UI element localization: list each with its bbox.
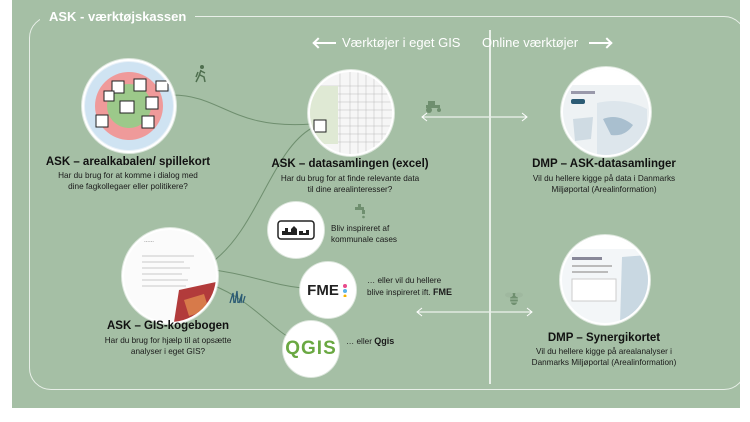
hiker-icon: [195, 65, 206, 83]
connector-lines: [171, 94, 533, 341]
cases-image: [268, 202, 324, 258]
svg-text:……: ……: [144, 238, 154, 244]
fme-logo-text: FME: [307, 281, 339, 299]
datasamlingen-title: ASK – datasamlingen (excel): [271, 158, 429, 170]
toolbox-frame: [29, 16, 740, 390]
kogebogen-image: ……: [122, 228, 218, 324]
cases-text: Bliv inspireret af kommunale cases: [331, 224, 397, 244]
datasamlingen-desc: Har du brug for at finde relevante data …: [280, 174, 420, 194]
section-divider: [489, 30, 491, 384]
tractor-icon: [426, 101, 441, 113]
kogebogen-desc: Har du brug for hjælp til at opsætte ana…: [104, 336, 232, 356]
arealkabalen-image: [82, 59, 176, 153]
toolbox-title: ASK - værktøjskassen: [40, 8, 196, 26]
qgis-text: … eller Qgis: [346, 336, 395, 346]
fme-logo-dots: [342, 284, 347, 297]
arealkabalen-desc: Har du brug for at komme i dialog med di…: [58, 171, 198, 191]
fme-logo: FME: [300, 262, 356, 318]
dmp-ask-desc: Vil du hellere kigge på data i Danmarks …: [532, 174, 676, 194]
diagram-canvas: ASK - værktøjskassen Værktøjer i eget GI…: [12, 0, 740, 408]
kogebogen-title: ASK – GIS-kogebogen: [106, 320, 230, 332]
datasamlingen-image: [308, 70, 394, 156]
faucet-icon: [355, 204, 365, 219]
dmp-ask-image: [561, 67, 651, 157]
heading-own-gis: Værktøjer i eget GIS: [342, 35, 461, 50]
dmp-synergi-desc: Vil du hellere kigge på arealanalyser i …: [531, 347, 677, 367]
qgis-logo-text: QGIS: [285, 338, 337, 359]
arrow-left-icon: [314, 42, 336, 44]
qgis-logo: QGIS: [283, 321, 339, 377]
fme-text: … eller vil du hellere blive inspireret …: [367, 276, 452, 297]
heading-online: Online værktøjer: [482, 35, 579, 50]
grass-icon: [229, 290, 246, 304]
bee-icon: [505, 292, 523, 305]
dmp-ask-title: DMP – ASK-datasamlinger: [532, 158, 676, 170]
dmp-synergi-title: DMP – Synergikortet: [547, 332, 661, 344]
dmp-synergi-image: [560, 235, 650, 325]
arealkabalen-title: ASK – arealkabalen/ spillekort: [45, 156, 211, 168]
arrow-right-icon: [589, 42, 611, 44]
